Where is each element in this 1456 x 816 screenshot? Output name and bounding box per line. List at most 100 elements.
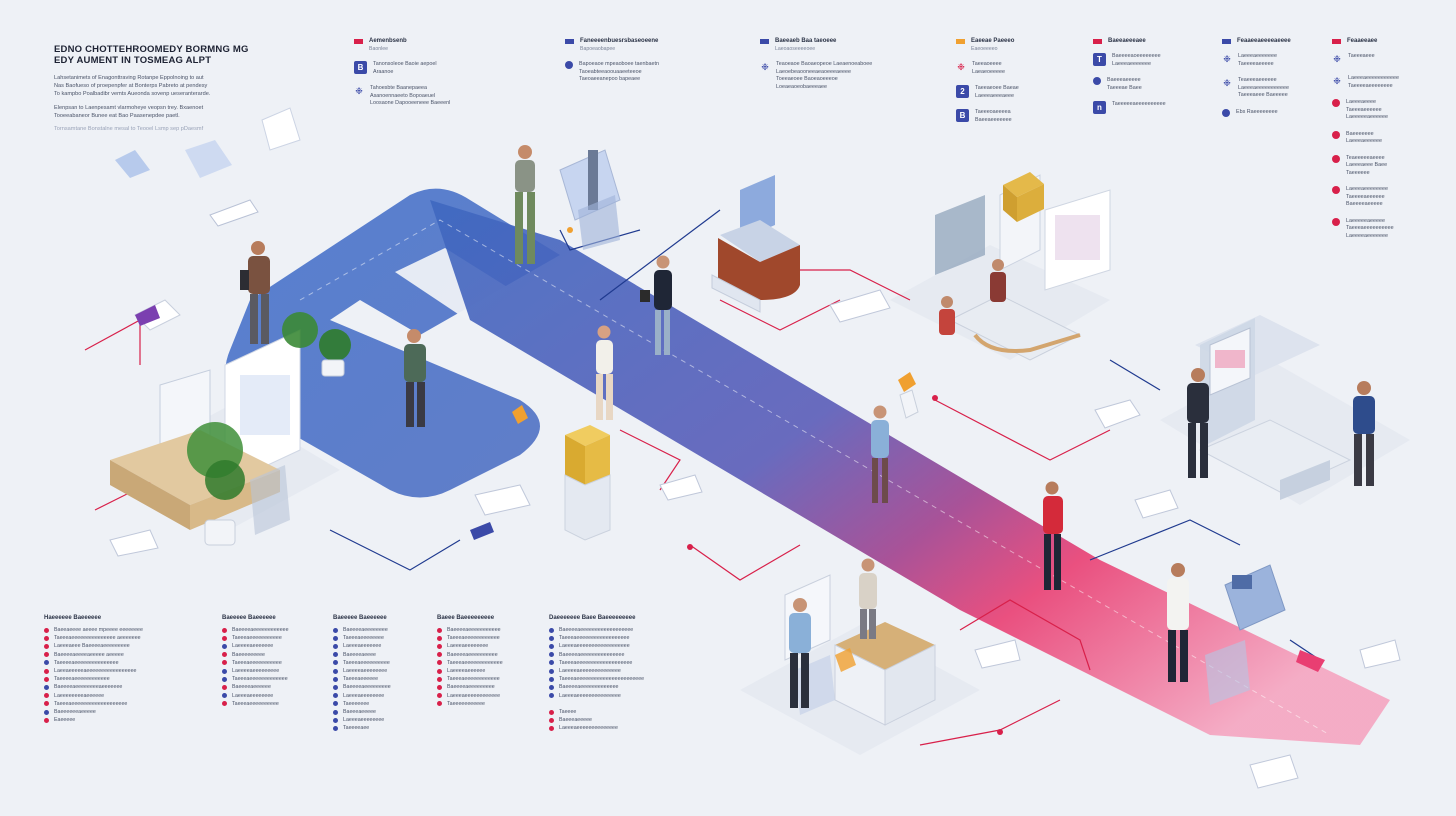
bottom-list-item-text: Laeeeaeeeeeeee xyxy=(343,717,385,724)
intro-line: Nas Baofueso of proepenpfer at Bonterps … xyxy=(54,83,208,89)
bottom-list-item-text: Baeeeeaeeeeeeeeeeeee xyxy=(559,684,619,691)
bullet-icon xyxy=(44,701,49,707)
legend-entry-line: Laeeeaeeeeeeeeeee xyxy=(1348,75,1399,81)
title-line-2: EDY AUMENT IN TOSMEAG ALPT xyxy=(54,55,212,66)
legend-entry-icon: B xyxy=(354,61,367,74)
legend-entry-line: Tanonsoleoe Baoie aepoel xyxy=(373,61,437,67)
bottom-list-item: Laeeeaeeeeeeee xyxy=(437,642,503,650)
title-footnote: Tornsamtane Bonstalne mesal to Teooel Ls… xyxy=(54,126,204,132)
legend-entry-line: Araanoe xyxy=(373,68,394,75)
bottom-list-item: Taeeeeeee xyxy=(333,700,391,708)
bottom-list-item-text: Baeeeeaeeee xyxy=(343,651,376,658)
bottom-list-item: Taeeeaeeeeeeeeeeeeeeeeeee xyxy=(549,659,644,667)
legend-entry-line: Taeeeeaeeeee xyxy=(1238,60,1274,67)
bottom-list-item: Taeeeaeeeeeeeeeeeeeeeeeeeeeee xyxy=(549,675,644,683)
bullet-icon xyxy=(44,717,49,723)
legend-entry-line: Laeeeeeaeeeeee xyxy=(1346,114,1388,120)
bullet-icon xyxy=(333,709,338,715)
bottom-list-item-text: Taeeeaeeeeeeeeee xyxy=(343,659,390,666)
bullet-icon xyxy=(222,701,227,707)
legend-swatch xyxy=(1222,38,1231,44)
bottom-list-item: Baeeeeaeeeeeeeeee xyxy=(437,651,503,659)
bottom-column-header: Daeeeeeee Baee Baeeeeeeeee xyxy=(549,615,636,621)
bottom-list-item-text: Baeeeeaeeeeeeeeeeeeeee xyxy=(559,651,625,658)
legend-entry: ❉Taeeeaeee xyxy=(1332,53,1399,66)
intro-line: Elenpsan to Laenpesamt vlarmoheye veopsn… xyxy=(54,105,204,111)
bottom-list-item: Taeeeaeeeeeeeeeeee xyxy=(437,675,503,683)
bullet-icon xyxy=(437,660,442,666)
legend-entry-line: Teaeeeeeaeeee xyxy=(1346,154,1385,161)
bullet-icon xyxy=(333,644,338,649)
legend-entry-icon: ❉ xyxy=(761,62,769,72)
legend-swatch xyxy=(760,38,769,44)
legend-entry-line: Baeeaeeeeeee xyxy=(975,116,1012,123)
legend-subheader: Laeoaoseeeeoee xyxy=(775,46,816,52)
bullet-icon xyxy=(549,685,554,691)
bottom-column-header: Baeeeee Baeeeeee xyxy=(222,615,276,621)
person xyxy=(1167,563,1189,682)
legend-entry-line: Toeeaeoee Baoeaoeeeoe xyxy=(776,76,838,82)
bottom-list-item-text: Taeeee xyxy=(559,709,577,716)
intro-line: To kampbo Poalbadibr vemts Aueonda soven… xyxy=(54,91,211,97)
legend-entry-line: Teaoeaoe Baoaeopeoe Laeaenoeaboee xyxy=(776,61,873,67)
bottom-list-item-text: Baeeeeaeeeeeeeeeeeeeeeeee xyxy=(559,627,634,633)
bottom-list-item: Laeeeeaeeeeeeeee xyxy=(222,667,289,675)
legend-entry-line: Loosaone Dapooeeneee Baeeenl xyxy=(370,100,451,106)
bullet-icon xyxy=(44,685,49,691)
legend-entry-icon: T xyxy=(1093,53,1106,66)
legend-entry-line: Asanoennaeeto Bopoaeuel xyxy=(370,92,436,99)
legend-header: Baeeaeb Baa taeoeee xyxy=(760,38,872,44)
legend-entry-line: Laeeeaeee Baee xyxy=(1346,162,1388,168)
bottom-list-item-text: Baeeeeaeeeeeeee xyxy=(343,627,388,633)
bullet-icon xyxy=(222,635,227,641)
bottom-list-item: Laeeeeaeeeeeee xyxy=(222,642,289,650)
legend-entry-line: Laeaeoeeeee xyxy=(972,68,1005,75)
bottom-list-item: Laeeeaeeeeeeee xyxy=(333,716,391,724)
bullet-icon xyxy=(549,660,554,666)
bottom-list-item: Baeeeeaeeeeeeeee xyxy=(333,683,391,691)
bottom-list-item: Baeeeeaeeeeeeee xyxy=(333,626,391,634)
bottom-list-item: Baeeeeaeeeeeeeeeee xyxy=(437,626,503,634)
bottom-list-item: Taeeeaeeeeeeeeee xyxy=(333,659,391,667)
bottom-list-item: Baeeeeaeeeeeeeee xyxy=(437,683,503,691)
legend-entry-line: Taeeeaeeeeeeeeee xyxy=(1346,225,1394,231)
bullet-icon xyxy=(333,701,338,707)
bottom-list-item: Laeeeeaeeeeeeee xyxy=(333,667,391,675)
bottom-list-item: Taeeeaeeeeeeeeeeeee xyxy=(222,675,289,683)
legend-entry-line: Taeeeoaeeeea xyxy=(975,109,1011,115)
bottom-list-item-text: Baeeeeeeeee xyxy=(232,651,265,658)
bottom-list-item-text: Taeeeeaee xyxy=(343,725,370,732)
legend-entry-line: Laeoebeaooneeaeaoeeeaeeee xyxy=(776,68,851,75)
person xyxy=(640,255,672,355)
bullet-icon xyxy=(549,717,554,723)
legend-entry-icon xyxy=(1332,217,1340,226)
bottom-list-item: Laeeeaeee Baeeeeaeeeeeeeee xyxy=(44,642,143,650)
bottom-list-item: Taeeeaeeeeeeeeee xyxy=(222,700,289,708)
bottom-list-item-text: Baeeeeaeeeeee xyxy=(232,684,271,691)
bullet-icon xyxy=(437,627,442,633)
bottom-list-item: Baeeeaeeeee xyxy=(549,716,644,724)
bottom-list-item-text: Laeeeaeeeeeeeeeeeeeeeeee xyxy=(559,643,630,650)
bottom-list-item-text: Laeeeeaeeeeeeeee xyxy=(232,668,280,675)
bottom-list-item: Laeeeeaeeeeee xyxy=(437,667,503,675)
legend-swatch xyxy=(1093,38,1102,44)
bottom-list-item: Baeeeaeeeee xyxy=(333,708,391,716)
bullet-icon xyxy=(549,676,554,682)
bottom-list-item: Taeeee xyxy=(549,708,644,716)
legend-swatch xyxy=(565,38,574,44)
bottom-list-item-text: Taeeeaeeeeeeeeeeeeeeeeeee xyxy=(54,700,128,707)
bullet-icon xyxy=(437,644,442,649)
